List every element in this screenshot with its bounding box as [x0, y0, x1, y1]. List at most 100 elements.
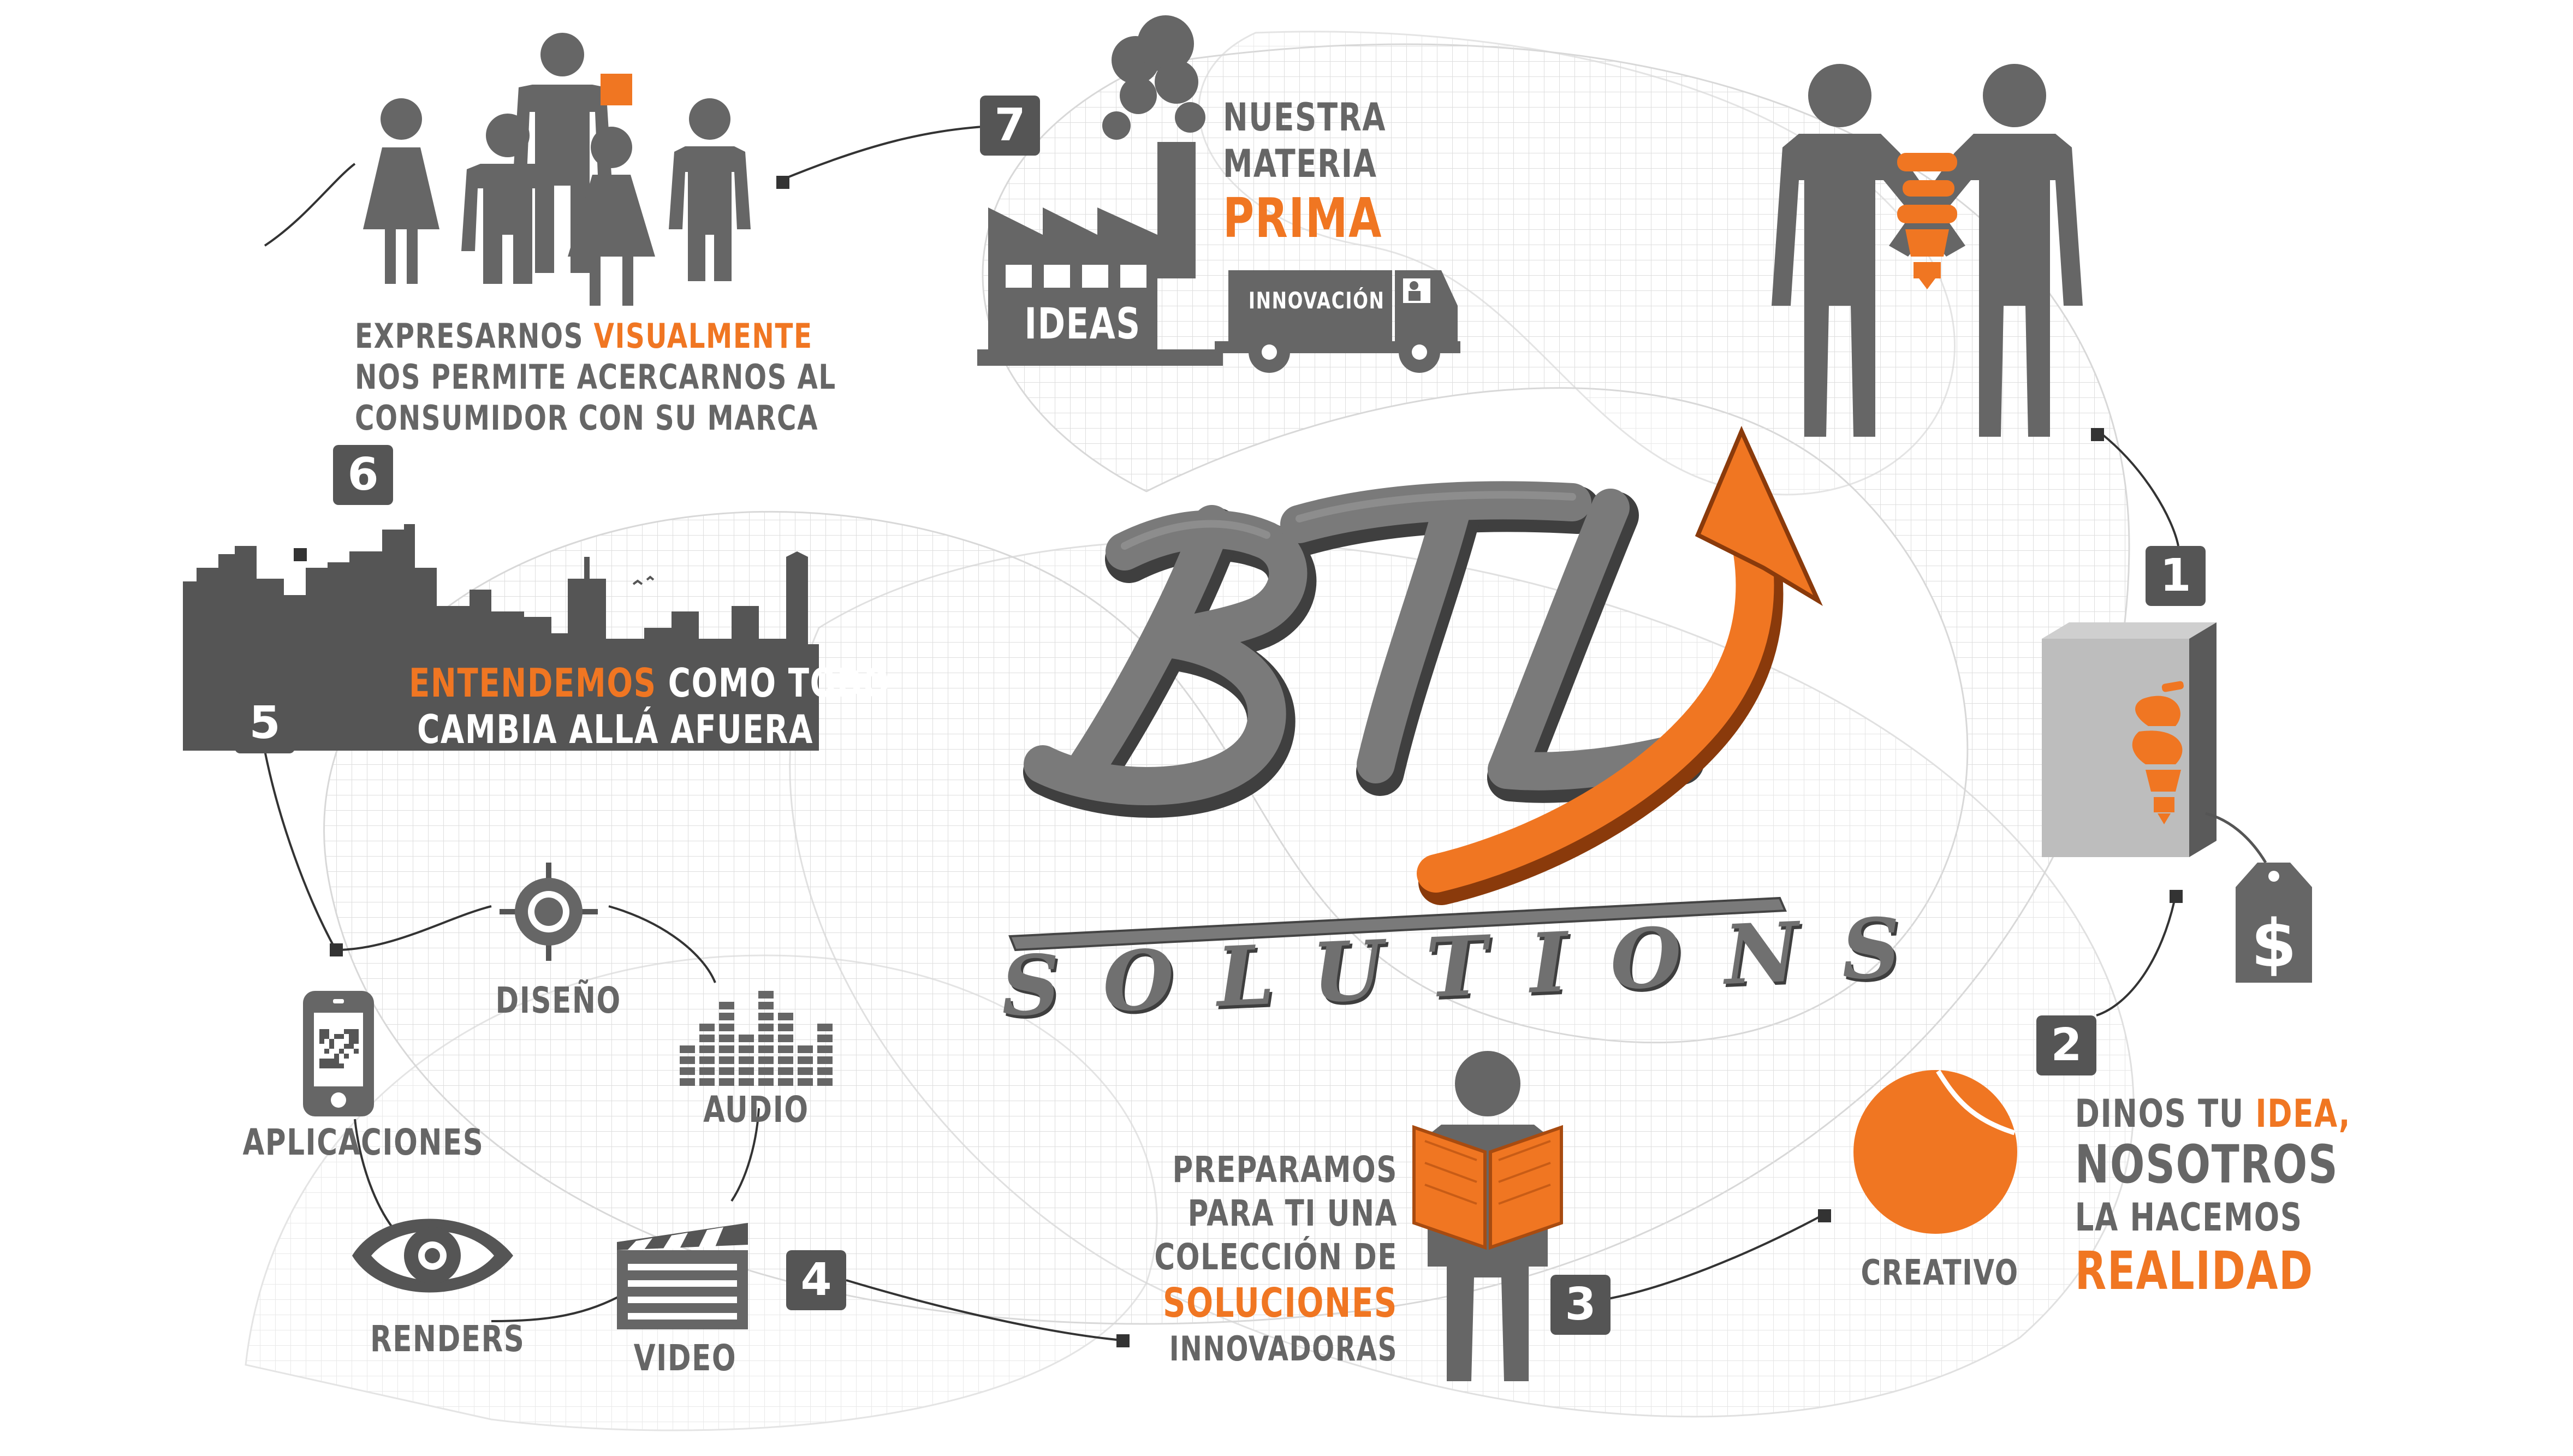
- badge-step-4: 4: [786, 1250, 846, 1310]
- equalizer-bar-segment: [758, 1013, 774, 1020]
- equalizer-bar-segment: [778, 1013, 793, 1020]
- equalizer-bar-segment: [719, 1002, 734, 1009]
- equalizer-bar-segment: [758, 1024, 774, 1031]
- equalizer-bar-segment: [778, 1056, 793, 1064]
- equalizer-bar-segment: [758, 1045, 774, 1053]
- truck-label: INNOVACIÓN: [1248, 287, 1385, 314]
- arrow-icon: [1417, 425, 1823, 905]
- equalizer-bar-segment: [680, 1067, 695, 1075]
- qr-cell: [329, 1063, 334, 1068]
- letter-t-stem: [1357, 489, 1471, 783]
- equalizer-bar-segment: [699, 1056, 715, 1064]
- equalizer-bar-segment: [699, 1067, 715, 1075]
- step2-line1-b: IDEA,: [2255, 1091, 2351, 1136]
- step5-line1-b: COMO TODO: [656, 660, 890, 706]
- equalizer-bar-segment: [798, 1067, 813, 1075]
- qr-finder: [319, 1029, 329, 1039]
- label-audio: AUDIO: [703, 1089, 809, 1131]
- letter-t-bar: [1280, 481, 1591, 543]
- badge-step-1: 1: [2146, 546, 2206, 606]
- equalizer-bar-segment: [778, 1078, 793, 1086]
- qr-cell: [339, 1063, 344, 1068]
- logo-underline: [1008, 896, 1787, 952]
- equalizer-bar-segment: [719, 1045, 734, 1053]
- equalizer-bar-segment: [699, 1078, 715, 1086]
- label-diseno: DISEÑO: [495, 979, 621, 1021]
- equalizer-bar-segment: [798, 1045, 813, 1053]
- letter-l-stem: [1488, 489, 1630, 789]
- equalizer-bar-segment: [699, 1024, 715, 1031]
- qr-cell: [319, 1039, 324, 1044]
- qr-cell: [354, 1039, 359, 1044]
- equalizer-bar-segment: [758, 1078, 774, 1086]
- equalizer-bar-segment: [778, 1035, 793, 1042]
- equalizer-bar-segment: [778, 1067, 793, 1075]
- equalizer-bar-segment: [758, 1002, 774, 1009]
- equalizer-bar-segment: [778, 1045, 793, 1053]
- qr-cell: [339, 1049, 344, 1054]
- step3-line5: INNOVADORAS: [1169, 1329, 1398, 1369]
- qr-cell: [329, 1059, 334, 1063]
- equalizer-bar-segment: [798, 1056, 813, 1064]
- step6-line2: NOS PERMITE ACERCARNOS AL: [355, 357, 836, 397]
- equalizer-bar-segment: [817, 1056, 833, 1064]
- step7-line2: MATERIA: [1223, 141, 1377, 186]
- label-video: VIDEO: [633, 1337, 737, 1379]
- step3-line3: COLECCIÓN DE: [1154, 1236, 1398, 1278]
- equalizer-bar-segment: [680, 1045, 695, 1053]
- equalizer-bar-segment: [680, 1078, 695, 1086]
- label-creativo: CREATIVO: [1861, 1253, 2019, 1293]
- qr-cell: [334, 1063, 339, 1068]
- qr-cell: [329, 1044, 334, 1049]
- equalizer-bar-segment: [778, 1024, 793, 1031]
- step2-line3: LA HACEMOS: [2075, 1195, 2303, 1240]
- step5-line1-a: ENTENDEMOS: [409, 660, 657, 706]
- equalizer-bar-segment: [817, 1078, 833, 1086]
- qr-cell: [324, 1049, 329, 1054]
- step7-line3: PRIMA: [1223, 186, 1383, 250]
- step3-line4: SOLUCIONES: [1162, 1280, 1398, 1327]
- equalizer-bar-segment: [739, 1078, 754, 1086]
- step2-line1: DINOS TU IDEA,: [2075, 1095, 2350, 1133]
- step7-line1: NUESTRA: [1223, 95, 1387, 140]
- equalizer-bar-segment: [699, 1035, 715, 1042]
- qr-cell: [349, 1039, 354, 1044]
- step5-line2: CAMBIA ALLÁ AFUERA: [417, 706, 813, 752]
- qr-finder: [319, 1059, 329, 1068]
- step6-line1-a: EXPRESARNOS: [355, 316, 594, 356]
- step5-line1: ENTENDEMOS COMO TODO: [409, 660, 889, 706]
- equalizer-bar-segment: [817, 1024, 833, 1031]
- step6-line3: CONSUMIDOR CON SU MARCA: [355, 398, 819, 438]
- qr-finder: [349, 1029, 359, 1039]
- badge-step-6: 6: [333, 445, 393, 505]
- equalizer-bar-segment: [798, 1078, 813, 1086]
- equalizer-bar-segment: [739, 1045, 754, 1053]
- equalizer-bar-segment: [758, 1067, 774, 1075]
- equalizer-bar-segment: [719, 1067, 734, 1075]
- dollar-sign-icon: $: [2251, 906, 2297, 982]
- equalizer-bar-segment: [817, 1067, 833, 1075]
- qr-cell: [344, 1054, 349, 1059]
- badge-step-3: 3: [1550, 1275, 1611, 1335]
- step6-line1: EXPRESARNOS VISUALMENTE: [355, 319, 813, 353]
- equalizer-bar-segment: [719, 1056, 734, 1064]
- equalizer-bar-segment: [758, 991, 774, 999]
- equalizer-bar-segment: [758, 1035, 774, 1042]
- step3-line2: PARA TI UNA: [1187, 1192, 1398, 1234]
- equalizer-bar-segment: [817, 1035, 833, 1042]
- equalizer-bar-segment: [699, 1045, 715, 1053]
- qr-cell: [334, 1054, 339, 1059]
- equalizer-bar-segment: [758, 1056, 774, 1064]
- qr-cell: [344, 1044, 349, 1049]
